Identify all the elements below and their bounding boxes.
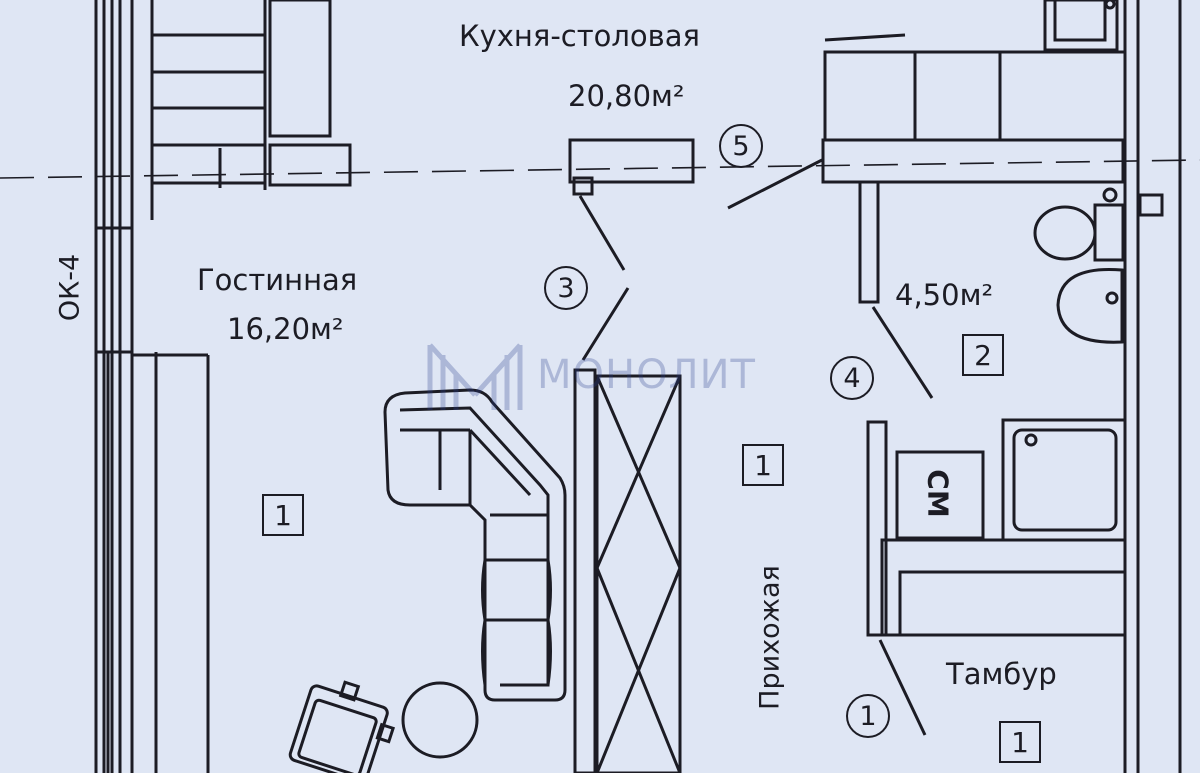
living-area: 16,20м² (227, 312, 344, 346)
door-mark-3: 3 (544, 266, 588, 310)
door-1-leaf (878, 639, 927, 736)
room-tag-living: 1 (262, 494, 304, 536)
living-name: Гостинная (197, 263, 358, 297)
door-mark-5: 4 (830, 356, 874, 400)
partition-stub (568, 138, 695, 184)
door-3-leaf (578, 195, 626, 271)
door-mark-4: 5 (719, 124, 763, 168)
armchair (288, 680, 396, 773)
room-tag-hall: 1 (742, 444, 784, 486)
staircase (150, 0, 352, 220)
hall-name: Прихожая (754, 565, 786, 710)
left-wall (94, 0, 210, 773)
watermark: МОНОЛИТ (425, 335, 756, 415)
kitchen-counter (821, 0, 1127, 184)
shower (1001, 418, 1127, 542)
washing-machine-box (895, 450, 985, 540)
vestibule-name: Тамбур (946, 657, 1057, 691)
kitchen-name: Кухня-столовая (459, 19, 700, 53)
room-tag-bathroom: 2 (962, 334, 1004, 376)
axis-line (0, 159, 1200, 179)
toilet (1033, 187, 1164, 262)
door-4-leaf (727, 158, 823, 210)
washing-machine-label: СМ (921, 469, 955, 518)
bathroom-area: 4,50м² (895, 278, 994, 312)
watermark-logo-icon (427, 343, 523, 410)
wardrobe (573, 368, 682, 773)
corner-sofa (383, 388, 567, 702)
sink (1056, 267, 1124, 344)
room-tag-vestibule: 1 (999, 721, 1041, 763)
round-table (401, 681, 479, 759)
watermark-text: МОНОЛИТ (537, 352, 756, 398)
kitchen-area: 20,80м² (568, 79, 685, 113)
bathroom-walls (858, 0, 1182, 773)
window-mark: ОК-4 (54, 253, 86, 322)
door-mark-1: 1 (846, 694, 890, 738)
